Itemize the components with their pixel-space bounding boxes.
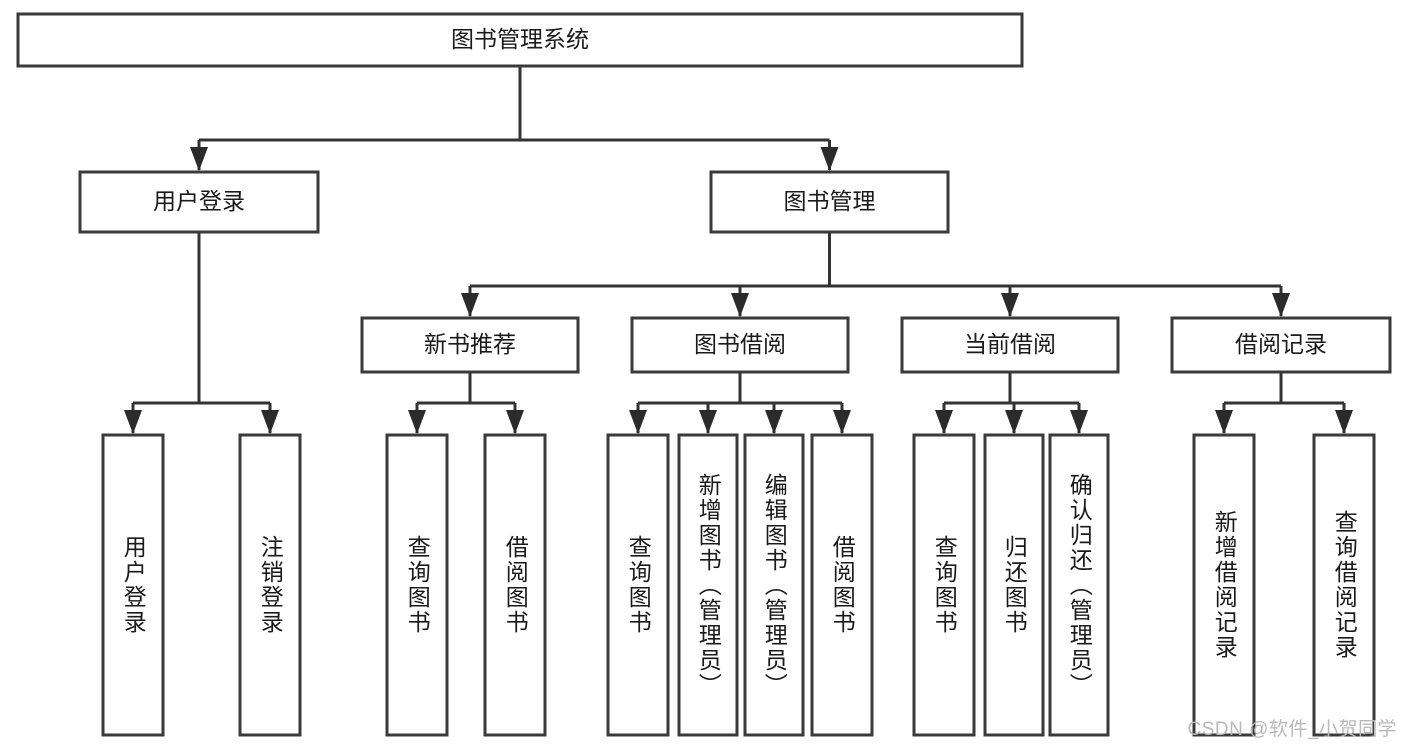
node-box-leaf-user-logout[interactable] bbox=[238, 433, 302, 737]
node-box-leaf-borrow-book-1[interactable] bbox=[483, 433, 547, 737]
node-box-user-login[interactable] bbox=[78, 170, 320, 234]
arrow-head-new-book-rec bbox=[461, 293, 479, 317]
node-label-new-book-rec: 新书推荐 bbox=[424, 331, 516, 357]
arrow-head-leaf-confirm-return bbox=[1070, 410, 1088, 434]
arrow-head-leaf-add-record bbox=[1215, 410, 1233, 434]
node-box-borrow-record[interactable] bbox=[1170, 316, 1392, 374]
node-label-user-login: 用户登录 bbox=[153, 188, 245, 214]
node-box-book-manage[interactable] bbox=[709, 170, 950, 234]
arrow-head-leaf-query-book-1 bbox=[408, 410, 426, 434]
arrow-head-book-manage bbox=[820, 147, 839, 171]
arrow-head-leaf-return-book bbox=[1005, 410, 1023, 434]
arrow-head-leaf-borrow-book-2 bbox=[833, 410, 851, 434]
arrow-head-current-borrow bbox=[1001, 293, 1019, 317]
node-box-leaf-query-book-3[interactable] bbox=[912, 433, 976, 737]
node-box-leaf-edit-book[interactable] bbox=[743, 433, 805, 737]
node-box-current-borrow[interactable] bbox=[900, 316, 1120, 374]
node-box-leaf-query-book-2[interactable] bbox=[606, 433, 670, 737]
node-box-leaf-add-record[interactable] bbox=[1192, 433, 1256, 737]
node-box-leaf-borrow-book-2[interactable] bbox=[810, 433, 874, 737]
arrow-head-leaf-query-book-3 bbox=[935, 410, 953, 434]
node-label-root: 图书管理系统 bbox=[451, 26, 589, 52]
arrow-head-user-login bbox=[190, 147, 208, 171]
node-box-leaf-confirm-return[interactable] bbox=[1048, 433, 1110, 737]
node-box-leaf-return-book[interactable] bbox=[983, 433, 1045, 737]
arrow-head-borrow-record bbox=[1272, 293, 1290, 317]
node-box-root[interactable] bbox=[16, 12, 1024, 68]
arrow-head-leaf-query-book-2 bbox=[629, 410, 647, 434]
arrow-head-leaf-add-book bbox=[699, 410, 717, 434]
node-box-leaf-query-record[interactable] bbox=[1312, 433, 1376, 737]
arrow-head-leaf-borrow-book-1 bbox=[506, 410, 524, 434]
arrow-head-leaf-user-logout bbox=[261, 410, 279, 434]
node-box-new-book-rec[interactable] bbox=[360, 316, 580, 374]
arrow-head-book-borrow bbox=[731, 293, 749, 317]
arrow-head-leaf-user-login bbox=[124, 410, 142, 434]
node-label-borrow-record: 借阅记录 bbox=[1235, 331, 1327, 357]
node-label-book-manage: 图书管理 bbox=[784, 188, 876, 214]
node-box-leaf-user-login[interactable] bbox=[101, 433, 165, 737]
node-label-current-borrow: 当前借阅 bbox=[964, 331, 1056, 357]
edges-layer bbox=[124, 66, 1353, 434]
node-box-book-borrow[interactable] bbox=[630, 316, 850, 374]
node-box-leaf-query-book-1[interactable] bbox=[385, 433, 449, 737]
arrow-head-leaf-edit-book bbox=[765, 410, 783, 434]
arrow-head-leaf-query-record bbox=[1335, 410, 1353, 434]
boxes-layer bbox=[16, 12, 1392, 737]
csdn-watermark: CSDN @软件_小贺同学 bbox=[1187, 719, 1397, 740]
node-box-leaf-add-book[interactable] bbox=[677, 433, 739, 737]
node-label-book-borrow: 图书借阅 bbox=[694, 331, 786, 357]
